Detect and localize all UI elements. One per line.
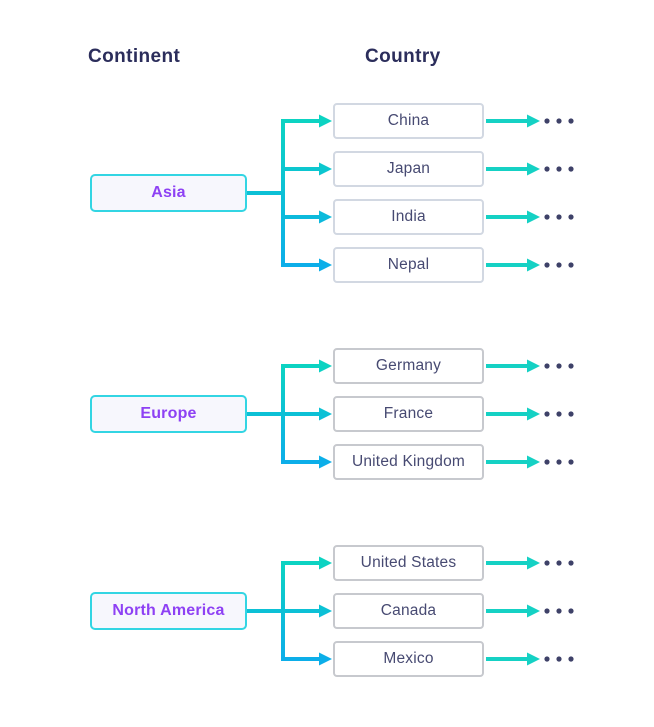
ellipsis-dot	[568, 560, 574, 566]
branch-arrowhead-icon	[319, 604, 332, 618]
ellipsis-dot	[556, 214, 562, 220]
country-label: France	[383, 405, 434, 422]
branch-arrowhead-icon	[319, 114, 332, 128]
branch-arrowhead-icon	[319, 407, 332, 421]
arrowhead-icon	[527, 556, 540, 570]
ellipsis-dot	[568, 166, 574, 172]
continent-label: Europe	[140, 405, 197, 422]
ellipsis-dot	[544, 459, 550, 465]
continuation-arrow-china	[486, 114, 574, 128]
ellipsis-dot	[568, 656, 574, 662]
column-header-country: Country	[365, 46, 441, 67]
continuation-arrow-india	[486, 210, 574, 224]
country-label: Mexico	[383, 650, 434, 667]
continuation-arrow-nepal	[486, 258, 574, 272]
branch-arrowhead-icon	[319, 210, 332, 224]
country-label: United Kingdom	[351, 453, 466, 470]
branch-arrowhead-icon	[319, 652, 332, 666]
ellipsis-dot	[556, 459, 562, 465]
continuation-arrow-united-kingdom	[486, 455, 574, 469]
continuation-arrow-japan	[486, 162, 574, 176]
ellipsis-dot	[544, 411, 550, 417]
country-node-united-kingdom: United Kingdom	[333, 444, 484, 480]
ellipsis-dot	[556, 363, 562, 369]
country-node-united-states: United States	[333, 545, 484, 581]
arrowhead-icon	[527, 652, 540, 666]
ellipsis-dot	[544, 214, 550, 220]
country-label: United States	[360, 554, 457, 571]
branch-arrowhead-icon	[319, 556, 332, 570]
country-node-india: India	[333, 199, 484, 235]
arrowhead-icon	[527, 114, 540, 128]
branch-arrowhead-icon	[319, 258, 332, 272]
tree-connector-asia	[247, 114, 332, 272]
ellipsis-dot	[556, 166, 562, 172]
branch-arrowhead-icon	[319, 359, 332, 373]
ellipsis-dot	[556, 411, 562, 417]
arrowhead-icon	[527, 359, 540, 373]
ellipsis-dot	[568, 363, 574, 369]
ellipsis-dot	[568, 608, 574, 614]
continent-node-asia: Asia	[90, 174, 247, 212]
country-node-japan: Japan	[333, 151, 484, 187]
arrowhead-icon	[527, 258, 540, 272]
continuation-arrow-germany	[486, 359, 574, 373]
country-label: China	[387, 112, 430, 129]
ellipsis-dot	[544, 363, 550, 369]
ellipsis-dot	[544, 166, 550, 172]
country-label: India	[391, 208, 426, 225]
country-label: Nepal	[387, 256, 430, 273]
ellipsis-dot	[568, 214, 574, 220]
continuation-arrow-mexico	[486, 652, 574, 666]
ellipsis-dot	[556, 118, 562, 124]
ellipsis-dot	[544, 262, 550, 268]
country-node-nepal: Nepal	[333, 247, 484, 283]
arrowhead-icon	[527, 162, 540, 176]
column-header-continent: Continent	[88, 46, 181, 67]
ellipsis-dot	[556, 608, 562, 614]
ellipsis-dot	[544, 560, 550, 566]
ellipsis-dot	[568, 459, 574, 465]
country-node-france: France	[333, 396, 484, 432]
ellipsis-dot	[568, 411, 574, 417]
country-label: Canada	[380, 602, 437, 619]
ellipsis-dot	[556, 656, 562, 662]
tree-connector-europe	[247, 359, 332, 469]
continent-label: North America	[112, 602, 225, 619]
arrowhead-icon	[527, 407, 540, 421]
continent-label: Asia	[151, 184, 186, 201]
branch-arrowhead-icon	[319, 162, 332, 176]
country-node-china: China	[333, 103, 484, 139]
ellipsis-dot	[556, 262, 562, 268]
ellipsis-dot	[556, 560, 562, 566]
ellipsis-dot	[568, 262, 574, 268]
continuation-arrow-united-states	[486, 556, 574, 570]
ellipsis-dot	[544, 118, 550, 124]
country-label: Germany	[375, 357, 442, 374]
country-label: Japan	[386, 160, 431, 177]
continuation-arrow-france	[486, 407, 574, 421]
ellipsis-dot	[544, 608, 550, 614]
tree-connector-north-america	[247, 556, 332, 666]
arrowhead-icon	[527, 210, 540, 224]
continent-node-europe: Europe	[90, 395, 247, 433]
continuation-arrow-canada	[486, 604, 574, 618]
arrowhead-icon	[527, 455, 540, 469]
ellipsis-dot	[544, 656, 550, 662]
branch-arrowhead-icon	[319, 455, 332, 469]
country-node-canada: Canada	[333, 593, 484, 629]
country-node-germany: Germany	[333, 348, 484, 384]
ellipsis-dot	[568, 118, 574, 124]
country-node-mexico: Mexico	[333, 641, 484, 677]
continent-node-north-america: North America	[90, 592, 247, 630]
arrowhead-icon	[527, 604, 540, 618]
